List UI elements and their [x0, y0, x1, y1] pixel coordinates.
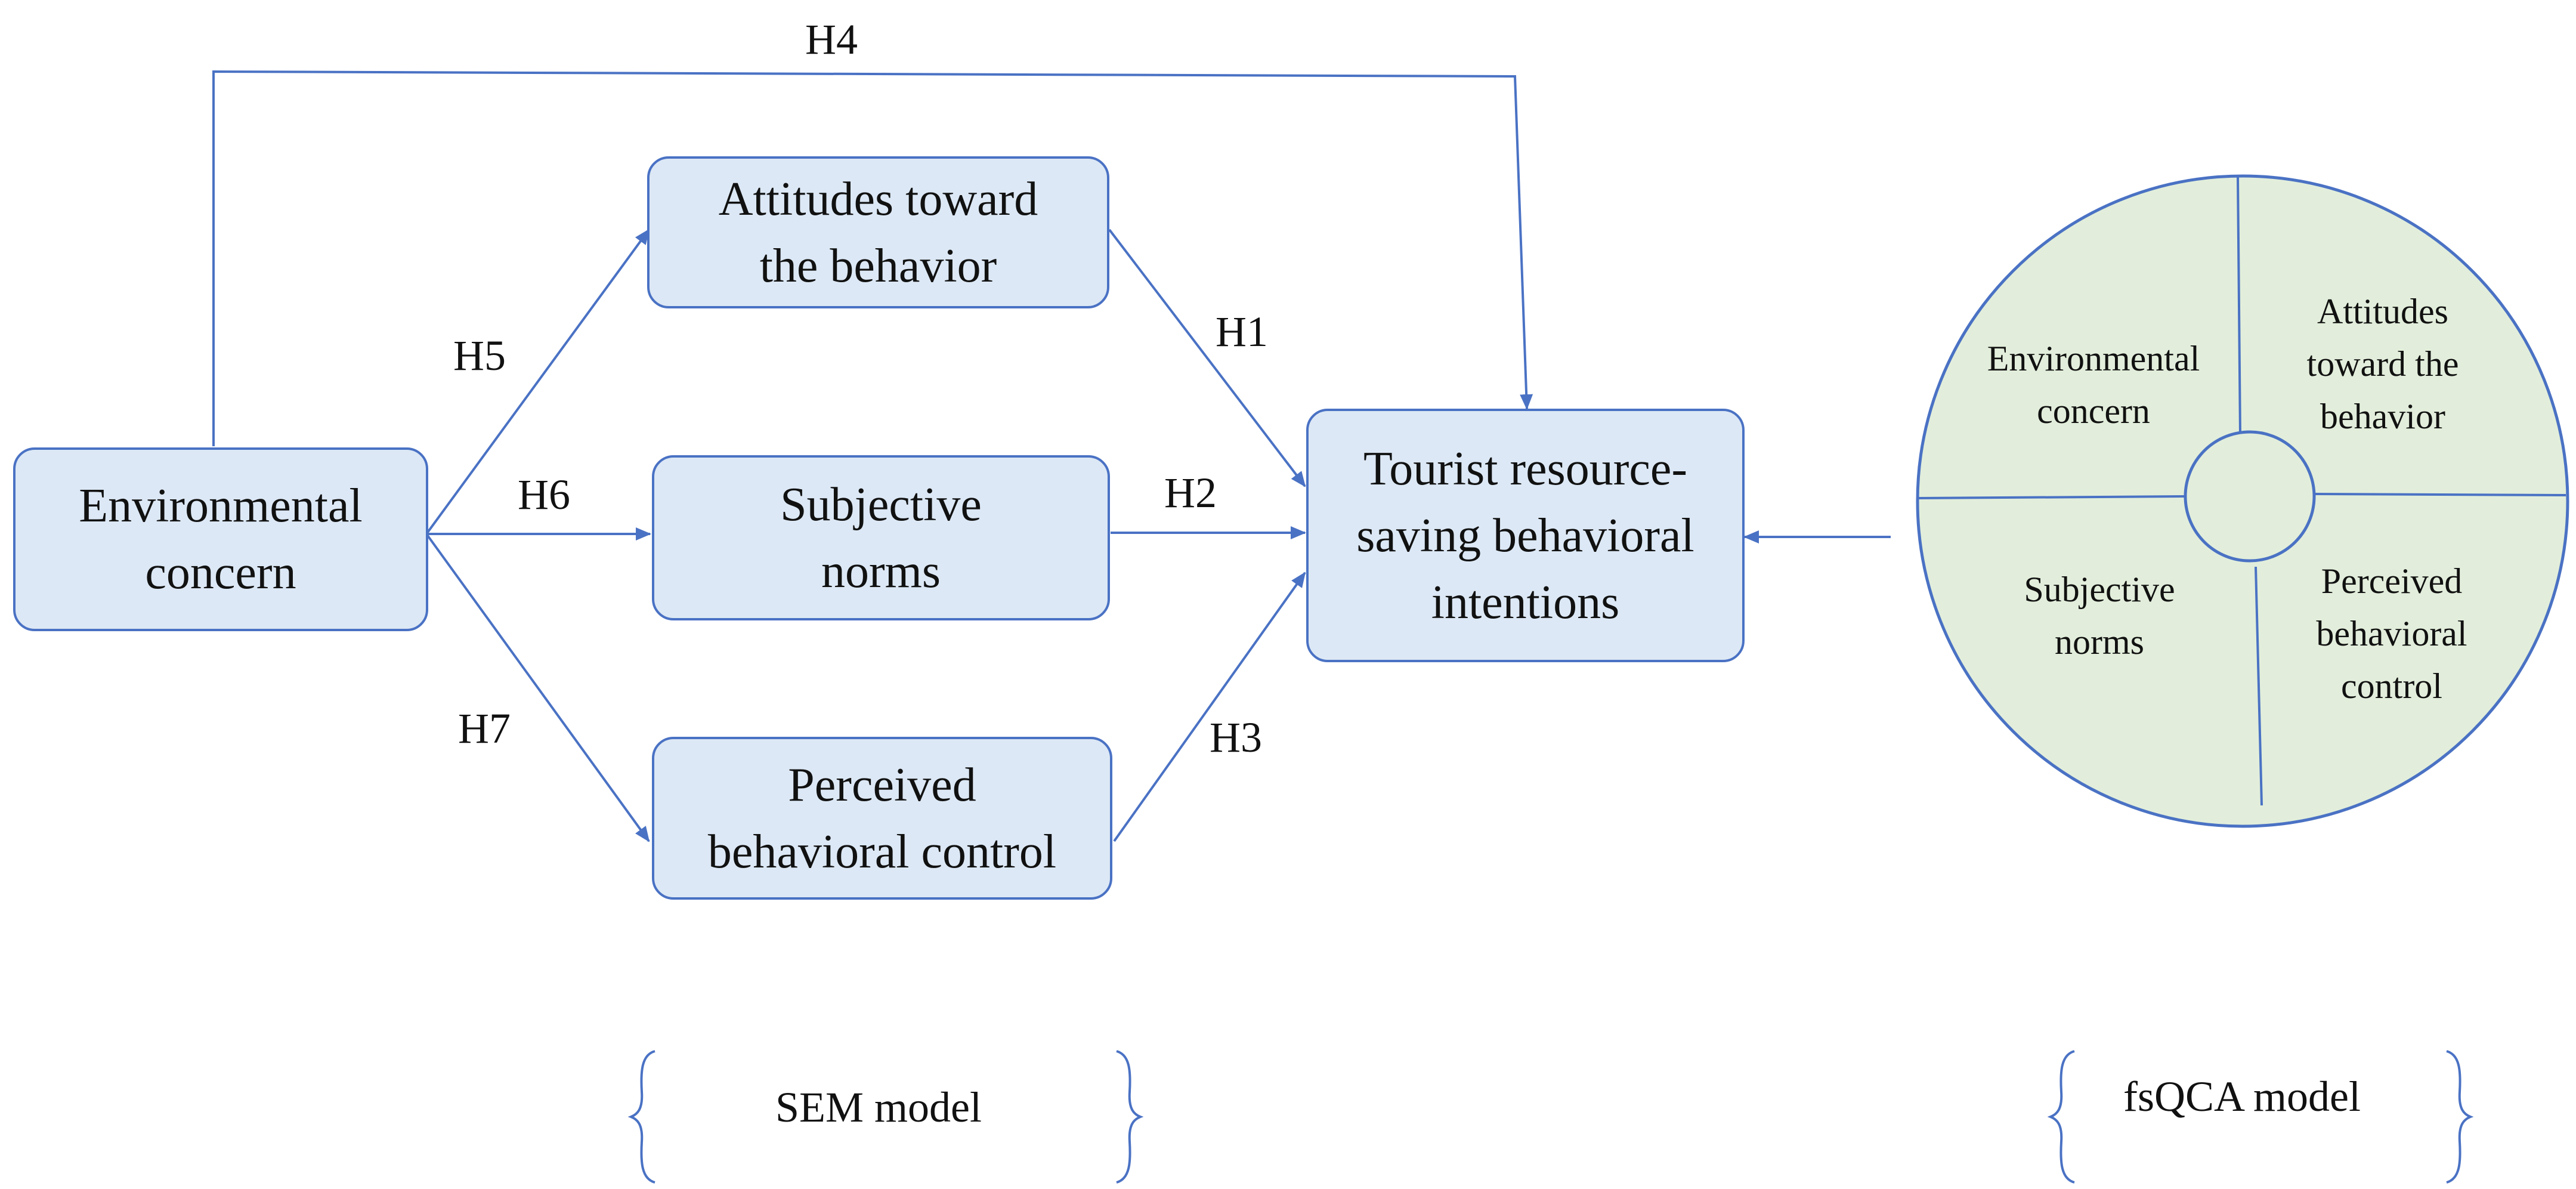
sector-label-line: Environmental: [1987, 339, 2200, 378]
sector-label-line: behavioral: [2316, 614, 2467, 653]
sem-bracket-left: [627, 1050, 655, 1184]
node-label-line: Environmental: [79, 480, 363, 532]
arrow-h5: [425, 228, 650, 535]
fsqca-center-circle: [2184, 430, 2316, 563]
hypothesis-label-h6: H6: [518, 471, 570, 518]
node-perceived-behavioral-control: Perceived behavioral control: [652, 737, 1112, 900]
hypothesis-label-h1: H1: [1216, 308, 1268, 356]
node-label-line: the behavior: [759, 239, 997, 292]
sem-bracket-right: [1116, 1050, 1144, 1184]
sector-label-line: Attitudes: [2317, 292, 2448, 331]
node-label-line: Attitudes toward: [718, 172, 1038, 226]
sem-model-label: SEM model: [775, 1083, 982, 1131]
node-label-line: Tourist resource-: [1363, 442, 1688, 495]
node-label-line: Subjective: [780, 478, 982, 531]
hypothesis-label-h2: H2: [1164, 469, 1217, 517]
sector-label-line: Perceived: [2321, 561, 2463, 601]
node-label-line: saving behavioral: [1356, 509, 1694, 562]
fsqca-divider-bottom: [2255, 566, 2263, 806]
fsqca-bracket-left: [2047, 1050, 2075, 1184]
node-label-line: concern: [145, 546, 296, 599]
node-label-line: intentions: [1431, 576, 1620, 629]
fsqca-sector-subjective-norms: Subjective norms: [1986, 563, 2213, 668]
sector-label-line: control: [2341, 666, 2442, 706]
node-environmental-concern: Environmental concern: [13, 447, 428, 631]
node-label-line: behavioral control: [707, 825, 1057, 878]
arrow-h1: [1108, 228, 1306, 487]
fsqca-bracket-right: [2446, 1050, 2474, 1184]
node-behavioral-intentions: Tourist resource- saving behavioral inte…: [1306, 409, 1745, 662]
fsqca-sector-pbc: Perceived behavioral control: [2284, 555, 2499, 712]
node-attitudes: Attitudes toward the behavior: [647, 156, 1109, 308]
sector-label-line: concern: [2037, 391, 2150, 431]
hypothesis-label-h7: H7: [458, 705, 511, 752]
fsqca-sector-attitudes: Attitudes toward the behavior: [2272, 285, 2493, 443]
node-label-line: Perceived: [788, 758, 976, 811]
arrow-h7: [425, 533, 650, 842]
fsqca-divider-top: [2237, 176, 2241, 436]
arrow-h3: [1113, 572, 1306, 842]
sector-label-line: behavior: [2320, 397, 2445, 436]
fsqca-model-label: fsQCA model: [2123, 1073, 2361, 1120]
sector-label-line: norms: [2055, 622, 2144, 662]
sector-label-line: Subjective: [2024, 570, 2175, 609]
arrow-h4: [212, 70, 1533, 446]
sector-label-line: toward the: [2306, 344, 2459, 384]
fsqca-divider-right: [2315, 493, 2566, 496]
fsqca-divider-left: [1917, 495, 2185, 499]
node-subjective-norms: Subjective norms: [652, 455, 1110, 620]
hypothesis-label-h3: H3: [1210, 714, 1262, 761]
fsqca-sector-environmental-concern: Environmental concern: [1962, 332, 2225, 437]
hypothesis-label-h4: H4: [805, 16, 858, 63]
hypothesis-label-h5: H5: [453, 332, 506, 379]
node-label-line: norms: [821, 545, 941, 598]
